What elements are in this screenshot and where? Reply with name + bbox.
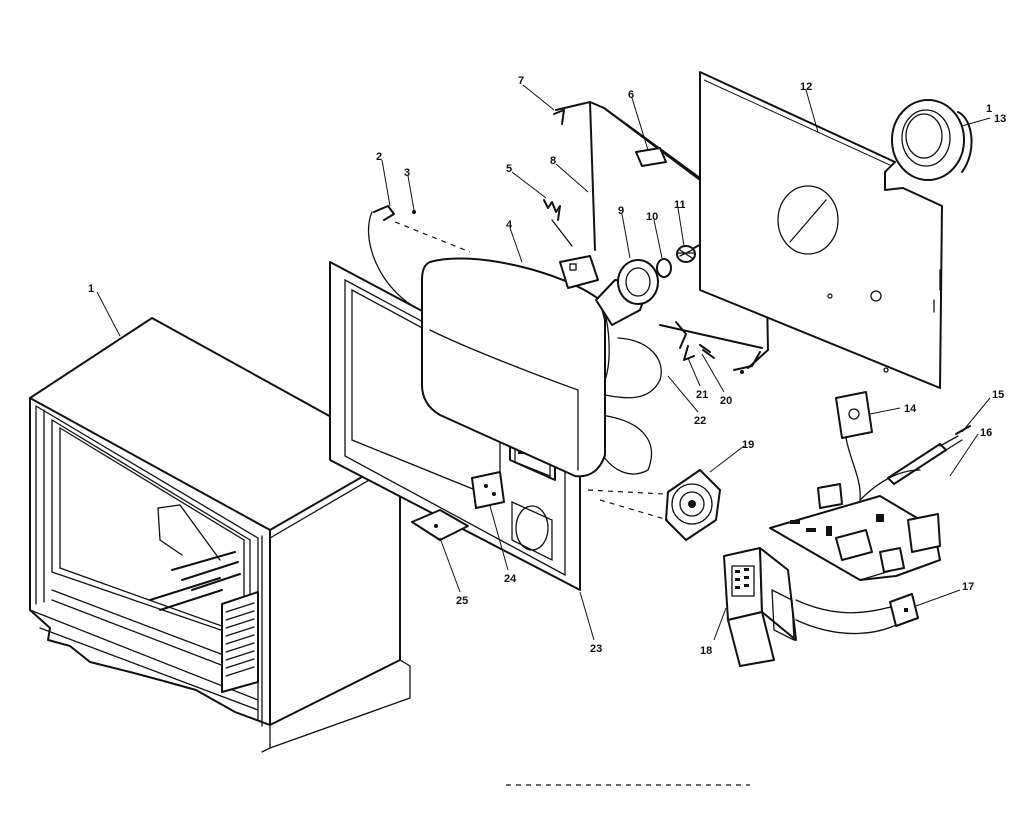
clip-7	[553, 109, 565, 125]
callout-14: 14	[904, 403, 917, 415]
bracket-24	[471, 471, 505, 509]
callout-13: 13	[994, 113, 1006, 125]
socket-board	[835, 391, 873, 501]
purity-ring	[656, 258, 672, 278]
cabinet-grille-slats	[225, 602, 255, 677]
bracket-25	[411, 509, 469, 541]
degauss-wire-mid	[604, 337, 662, 399]
degauss-wire-upper	[367, 211, 421, 311]
callout-17: 17	[962, 581, 974, 593]
callout-labels: 1 2 3 4 5 6 7 8 9 10 11 12 13 1 14 15 16…	[88, 75, 1006, 657]
callout-11: 11	[674, 199, 686, 211]
callout-6: 6	[628, 89, 634, 101]
callout-13-prefix: 1	[986, 103, 992, 115]
module-keypad	[735, 568, 749, 589]
control-module	[723, 547, 906, 667]
callout-4: 4	[506, 219, 513, 231]
speaker	[665, 469, 721, 541]
callout-8: 8	[550, 155, 556, 167]
deflection-yoke	[559, 255, 659, 305]
leader-lines	[96, 84, 991, 641]
callout-18: 18	[700, 645, 712, 657]
main-chassis-board	[769, 469, 941, 581]
degauss-wire-lower	[599, 414, 653, 475]
callout-10: 10	[646, 211, 658, 223]
rear-panel	[699, 71, 943, 389]
plug-connector	[889, 593, 919, 627]
callout-12: 12	[800, 81, 812, 93]
callout-1: 1	[88, 283, 94, 295]
coil-part	[676, 237, 713, 263]
callout-24: 24	[504, 573, 517, 585]
callout-15: 15	[992, 389, 1004, 401]
alignment-guides	[394, 221, 750, 786]
callout-7: 7	[518, 75, 524, 87]
callout-3: 3	[404, 167, 410, 179]
callout-22: 22	[694, 415, 706, 427]
callout-25: 25	[456, 595, 468, 607]
callout-21: 21	[696, 389, 708, 401]
callout-20: 20	[720, 395, 732, 407]
callout-23: 23	[590, 643, 602, 655]
callout-19: 19	[742, 439, 754, 451]
bracket-hardware	[675, 321, 715, 361]
cabinet	[29, 317, 411, 753]
anode-clip	[543, 199, 573, 247]
callout-2: 2	[376, 151, 382, 163]
cabinet-back-cap	[891, 99, 973, 181]
clip-2-3	[373, 205, 416, 221]
power-cord-assembly	[887, 425, 971, 485]
callout-5: 5	[506, 163, 512, 175]
callout-16: 16	[980, 427, 992, 439]
callout-9: 9	[618, 205, 624, 217]
